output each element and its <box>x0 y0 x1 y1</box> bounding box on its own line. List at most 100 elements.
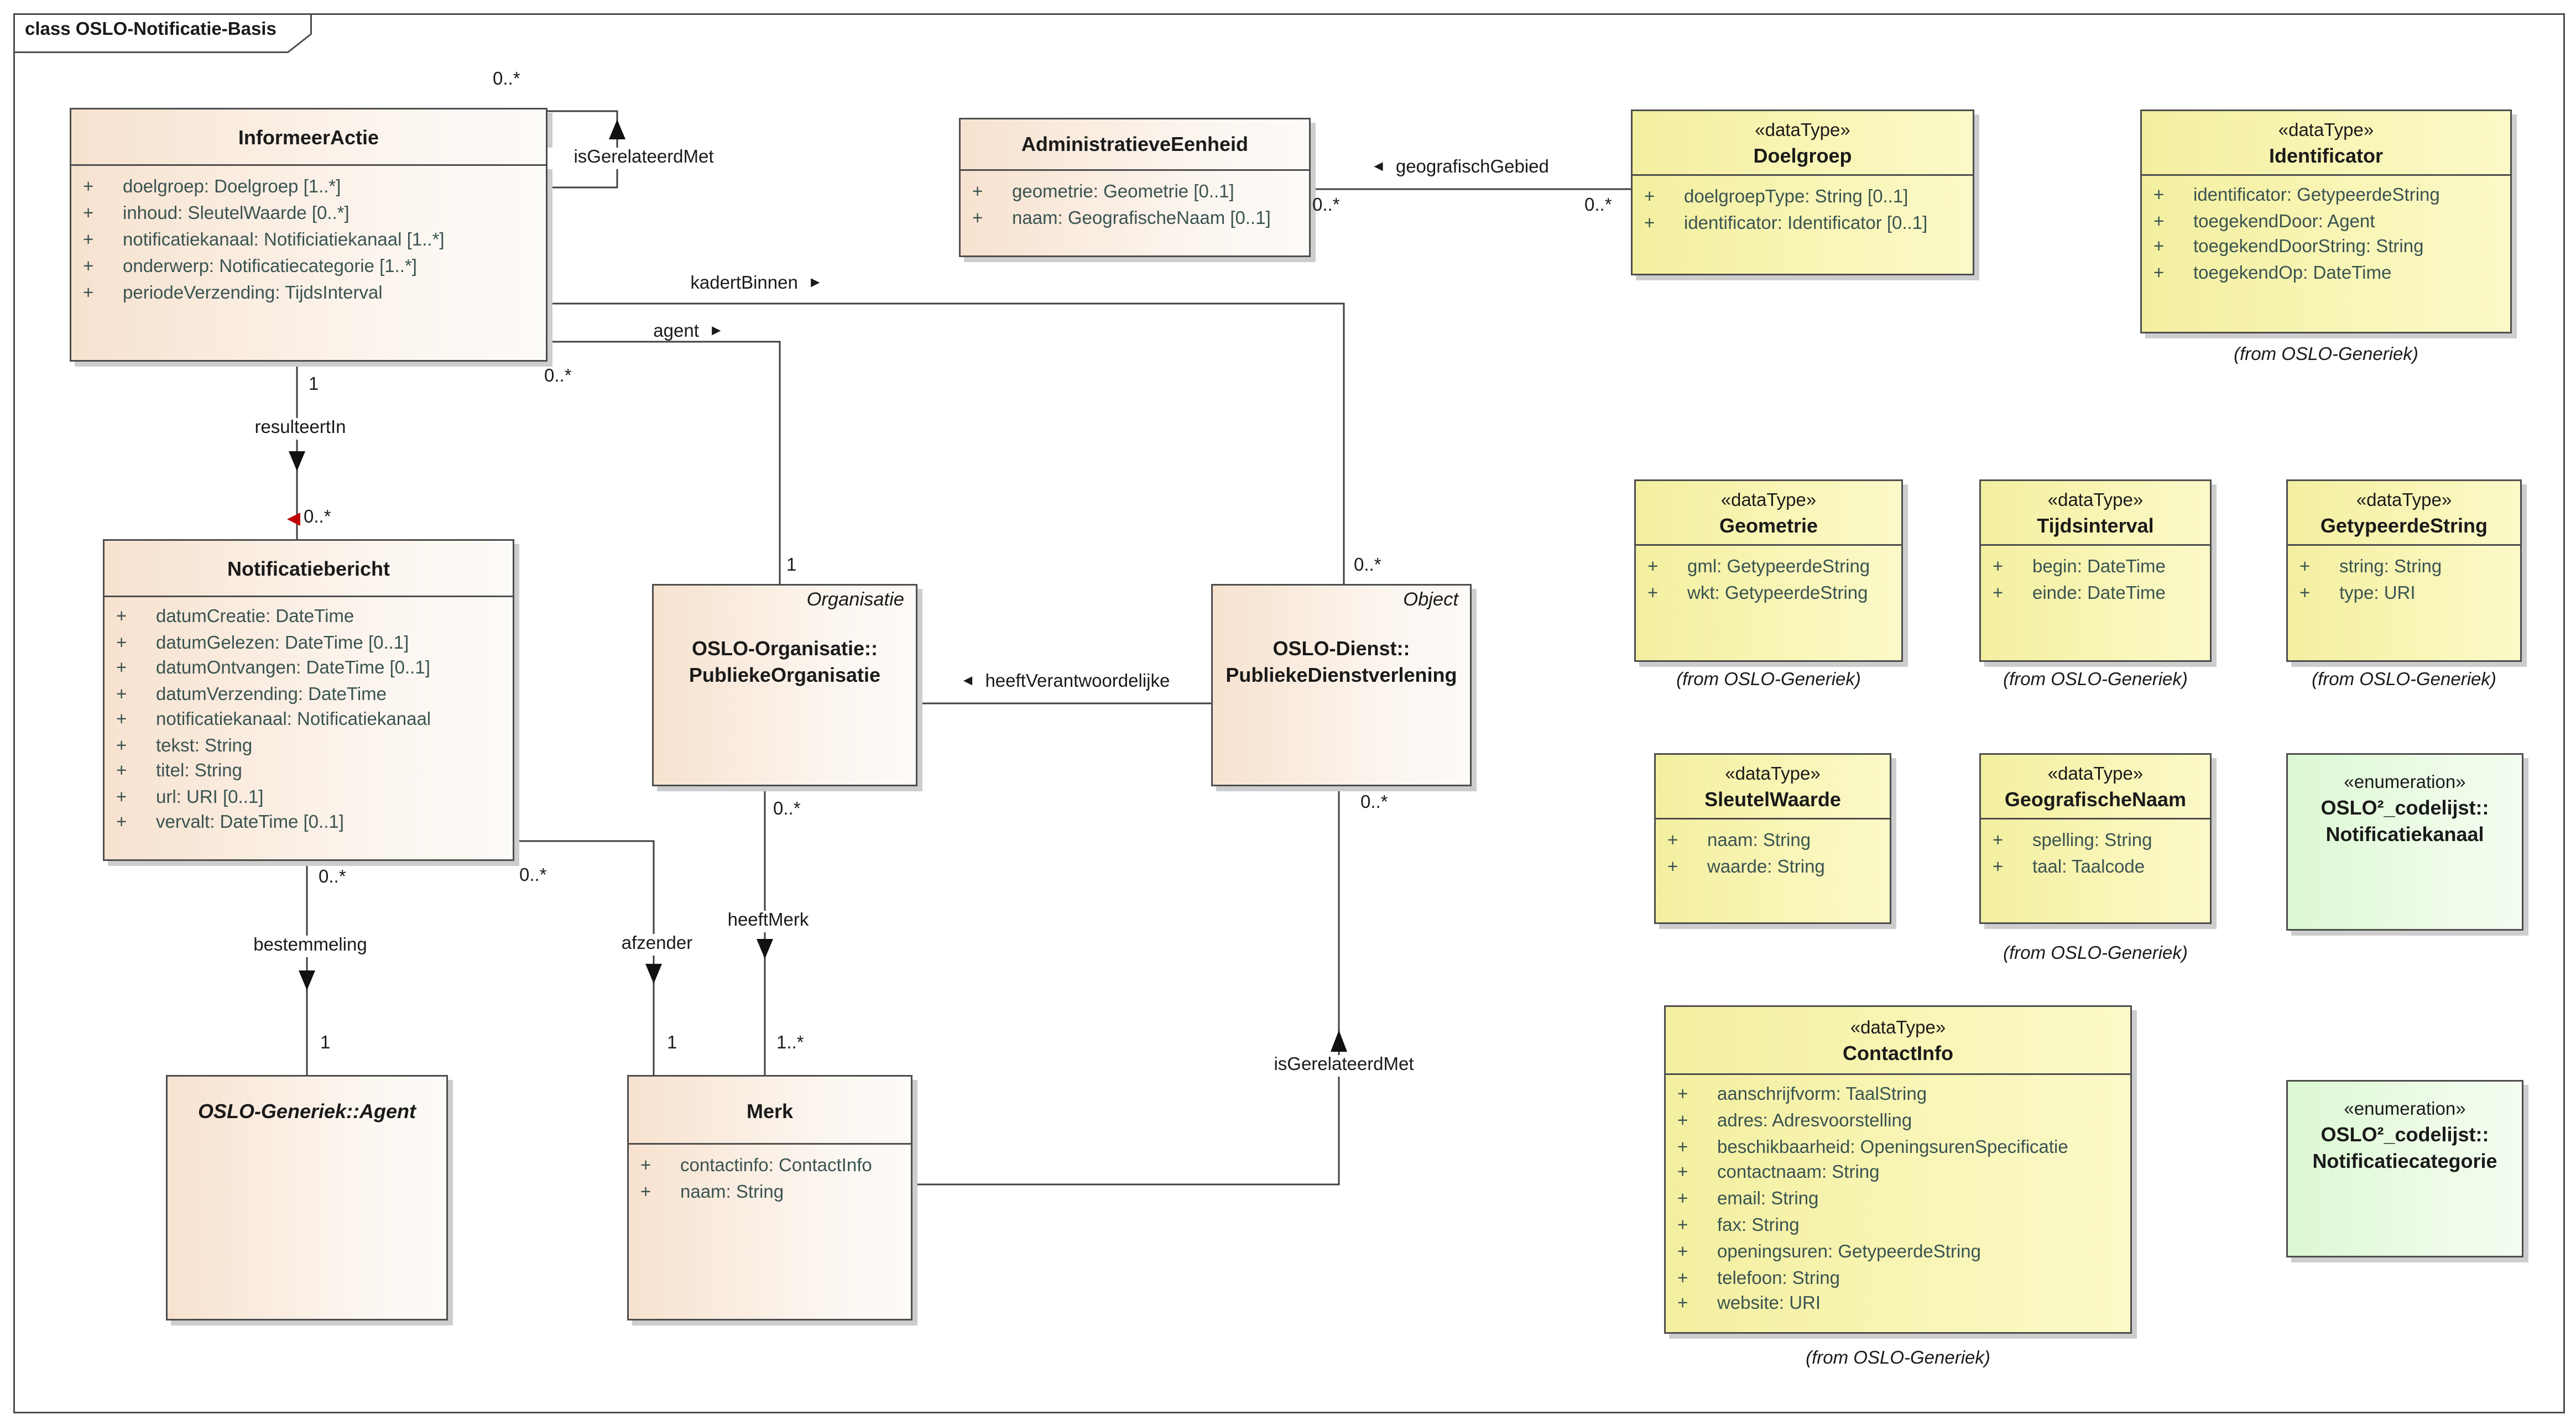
visibility-marker: + <box>1644 187 1655 207</box>
visibility-marker: + <box>1677 1189 1688 1210</box>
stereotype: «dataType» <box>1725 765 1821 785</box>
class-name: AdministratieveEenheid <box>1021 133 1249 156</box>
attribute-text: notificatiekanaal: Notificatiekanaal <box>156 710 431 730</box>
direction-arrow-down-icon <box>645 964 662 984</box>
attribute-row: +naam: String <box>1656 828 1890 854</box>
class-header: «dataType» ContactInfo <box>1666 1007 2130 1067</box>
datatype-geografischenaam[interactable]: «dataType» GeografischeNaam +spelling: S… <box>1979 753 2212 924</box>
attribute-text: waarde: String <box>1707 858 1825 878</box>
stereotype: «dataType» <box>2356 491 2452 511</box>
attribute-text: contactinfo: ContactInfo <box>680 1156 872 1176</box>
connector-kadertbinnen[interactable] <box>547 302 1345 584</box>
attribute-row: + website: URI <box>1666 1293 2130 1319</box>
attribute-text: doelgroepType: String [0..1] <box>1684 187 1908 207</box>
attributes-compartment: +string: String+type: URI <box>2288 544 2520 660</box>
class-name: InformeerActie <box>238 126 379 149</box>
class-publiekeorganisatie[interactable]: Organisatie OSLO-Organisatie:: PubliekeO… <box>652 584 917 786</box>
association-label: afzender <box>584 934 730 956</box>
class-header: AdministratieveEenheid <box>961 119 1309 158</box>
direction-arrow-right-icon: ► <box>708 322 724 338</box>
visibility-marker: + <box>640 1156 651 1176</box>
visibility-marker: + <box>83 204 94 224</box>
stereotype: «dataType» <box>1850 1019 1946 1038</box>
multiplicity: 1 <box>667 1033 677 1053</box>
attribute-text: inhoud: SleutelWaarde [0..*] <box>123 204 350 224</box>
attribute-row: +vervalt: DateTime [0..1] <box>105 811 513 837</box>
attribute-text: datumOntvangen: DateTime [0..1] <box>156 659 430 678</box>
association-label-text: heeftVerantwoordelijke <box>985 672 1170 692</box>
class-name: Doelgroep <box>1753 144 1852 168</box>
attributes-compartment: +spelling: String+taal: Taalcode <box>1981 818 2210 922</box>
datatype-tijdsinterval[interactable]: «dataType» Tijdsinterval +begin: DateTim… <box>1979 479 2212 662</box>
parent-classifier-label: Organisatie <box>806 591 904 610</box>
attribute-row: + doelgroepType: String [0..1] <box>1633 184 1973 211</box>
attribute-row: +toegekendOp: DateTime <box>2142 262 2510 288</box>
visibility-marker: + <box>2299 557 2311 577</box>
attribute-row: +beschikbaarheid: OpeningsurenSpecificat… <box>1666 1136 2130 1162</box>
class-informeeractie[interactable]: InformeerActie + doelgroep: Doelgroep [1.… <box>70 108 547 362</box>
class-notificatiebericht[interactable]: Notificatiebericht +datumCreatie: DateTi… <box>103 539 514 861</box>
visibility-marker: + <box>83 231 94 250</box>
association-label-text: kadertBinnen <box>690 274 798 294</box>
enumeration-notificatiekanaal[interactable]: «enumeration» OSLO²_codelijst:: Notifica… <box>2286 753 2523 931</box>
visibility-marker: + <box>1667 831 1678 851</box>
visibility-marker: + <box>972 209 983 229</box>
direction-arrow-left-icon: ◄ <box>1371 158 1386 174</box>
multiplicity: 0..* <box>1354 556 1381 576</box>
attribute-text: notificatiekanaal: Notificiatiekanaal [1… <box>123 231 445 250</box>
association-label: isGerelateerdMet <box>1248 1055 1440 1077</box>
visibility-marker: + <box>1667 858 1678 878</box>
attribute-row: +type: URI <box>2288 581 2520 607</box>
datatype-geometrie[interactable]: «dataType» Geometrie +gml: GetypeerdeStr… <box>1634 479 1903 662</box>
attribute-text: begin: DateTime <box>2032 557 2166 577</box>
attributes-compartment: + doelgroepType: String [0..1]+ identifica… <box>1633 174 1973 274</box>
visibility-marker: + <box>83 284 94 304</box>
parent-classifier-label: Object <box>1403 591 1458 610</box>
association-label: heeftMerk <box>693 911 843 932</box>
class-header: Merk <box>629 1077 911 1125</box>
datatype-getypeerdestring[interactable]: «dataType» GetypeerdeString +string: Str… <box>2286 479 2522 662</box>
class-merk[interactable]: Merk +contactinfo: ContactInfo+naam: Str… <box>627 1075 912 1320</box>
visibility-marker: + <box>1677 1085 1688 1105</box>
attribute-text: website: URI <box>1717 1294 1821 1315</box>
attribute-row: +notificatiekanaal: Notificatiekanaal <box>105 708 513 734</box>
visibility-marker: + <box>2153 186 2165 206</box>
visibility-marker: + <box>116 813 127 833</box>
attribute-row: + inhoud: SleutelWaarde [0..*] <box>71 201 546 227</box>
red-end-marker-icon <box>287 513 300 526</box>
class-name-line2: PubliekeOrganisatie <box>689 664 881 687</box>
class-publiekedienstverlening[interactable]: Object OSLO-Dienst:: PubliekeDienstverle… <box>1211 584 1472 786</box>
enumeration-notificatiecategorie[interactable]: «enumeration» OSLO²_codelijst:: Notifica… <box>2286 1080 2523 1257</box>
attribute-text: identificator: Identificator [0..1] <box>1684 214 1928 234</box>
class-name-line2: Notificatiekanaal <box>2325 823 2484 846</box>
class-administratieveeenheid[interactable]: AdministratieveEenheid +geometrie: Geome… <box>959 118 1311 257</box>
attribute-row: +fax: String <box>1666 1214 2130 1240</box>
multiplicity: 0..* <box>319 868 346 888</box>
datatype-identificator[interactable]: «dataType» Identificator +identificator:… <box>2140 109 2512 333</box>
datatype-sleutelwaarde[interactable]: «dataType» SleutelWaarde +naam: String+w… <box>1654 753 1891 924</box>
class-agent[interactable]: OSLO-Generiek::Agent <box>166 1075 448 1320</box>
class-name-line1: OSLO²_codelijst:: <box>2321 796 2489 819</box>
connector-agent[interactable] <box>547 341 781 584</box>
attributes-compartment: +aanschrijfvorm: TaalString+adres: Adres… <box>1666 1073 2130 1332</box>
attribute-row: +tekst: String <box>105 734 513 760</box>
multiplicity: 0..* <box>304 508 331 528</box>
attribute-text: doelgroep: Doelgroep [1..*] <box>123 178 341 197</box>
connector-afzender[interactable] <box>514 840 655 1075</box>
visibility-marker: + <box>1677 1242 1688 1262</box>
multiplicity: 1..* <box>776 1033 804 1053</box>
visibility-marker: + <box>1677 1137 1688 1157</box>
stereotype: «enumeration» <box>2344 773 2466 793</box>
attribute-row: +periodeVerzending: TijdsInterval <box>71 280 546 307</box>
class-name: SleutelWaarde <box>1704 788 1841 811</box>
connector-isgerelateerdmet-bottom[interactable] <box>912 786 1340 1186</box>
attributes-compartment: +identificator: GetypeerdeString+toegeke… <box>2142 174 2510 332</box>
class-header: «dataType» GetypeerdeString <box>2288 481 2520 539</box>
attributes-compartment: + doelgroep: Doelgroep [1..*] + inhoud: Sle… <box>71 164 546 360</box>
attribute-text: gml: GetypeerdeString <box>1687 557 1870 577</box>
datatype-contactinfo[interactable]: «dataType» ContactInfo +aanschrijfvorm: … <box>1664 1005 2132 1334</box>
class-header: «dataType» Geometrie <box>1636 481 1901 539</box>
datatype-doelgroep[interactable]: «dataType» Doelgroep +doelgroepType: Str… <box>1631 109 1974 275</box>
attribute-row: +gml: GetypeerdeString <box>1636 554 1901 581</box>
visibility-marker: + <box>1677 1294 1688 1315</box>
